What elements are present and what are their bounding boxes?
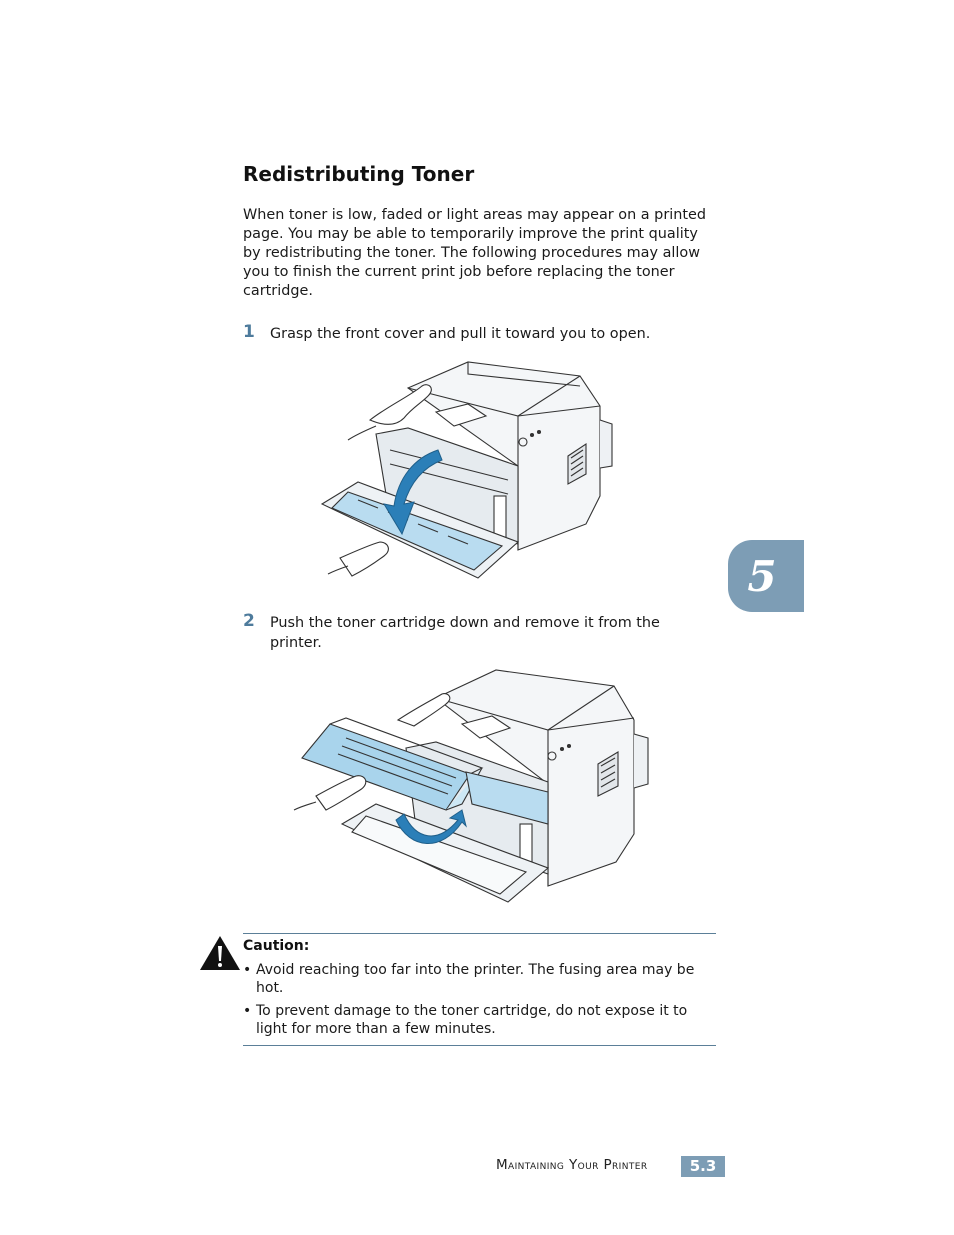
intro-paragraph: When toner is low, faded or light areas …: [243, 207, 706, 299]
printer-remove-cartridge-illustration: [293, 669, 649, 903]
blue-arrow-icon: [395, 809, 467, 844]
step-number: 1: [243, 322, 255, 342]
bullet-symbol: •: [243, 1003, 252, 1019]
caution-title: Caution:: [243, 938, 310, 954]
caution-bullet-text: Avoid reaching too far into the printer.…: [256, 962, 695, 996]
caution-bullet: • Avoid reaching too far into the printe…: [243, 962, 713, 997]
caution-bullet: • To prevent damage to the toner cartrid…: [243, 1003, 713, 1038]
chapter-tab: 5: [728, 540, 804, 612]
step-number: 2: [243, 611, 255, 631]
blue-arrow-icon: [382, 449, 443, 536]
chapter-number: 5: [747, 551, 777, 601]
caution-box: [243, 933, 716, 1046]
section-heading: Redistributing Toner: [243, 162, 475, 186]
caution-bullet-text: To prevent damage to the toner cartridge…: [256, 1003, 688, 1037]
printer-open-cover-illustration: [320, 361, 613, 579]
page-number-badge: 5.3: [681, 1156, 725, 1177]
bullet-symbol: •: [243, 962, 252, 978]
step-1: 1 Grasp the front cover and pull it towa…: [243, 322, 683, 344]
step-text: Push the toner cartridge down and remove…: [270, 615, 660, 651]
step-text: Grasp the front cover and pull it toward…: [270, 326, 651, 342]
warning-icon: [200, 936, 240, 970]
footer-section-name: Maintaining Your Printer: [496, 1157, 648, 1173]
step-2: 2 Push the toner cartridge down and remo…: [243, 611, 683, 653]
